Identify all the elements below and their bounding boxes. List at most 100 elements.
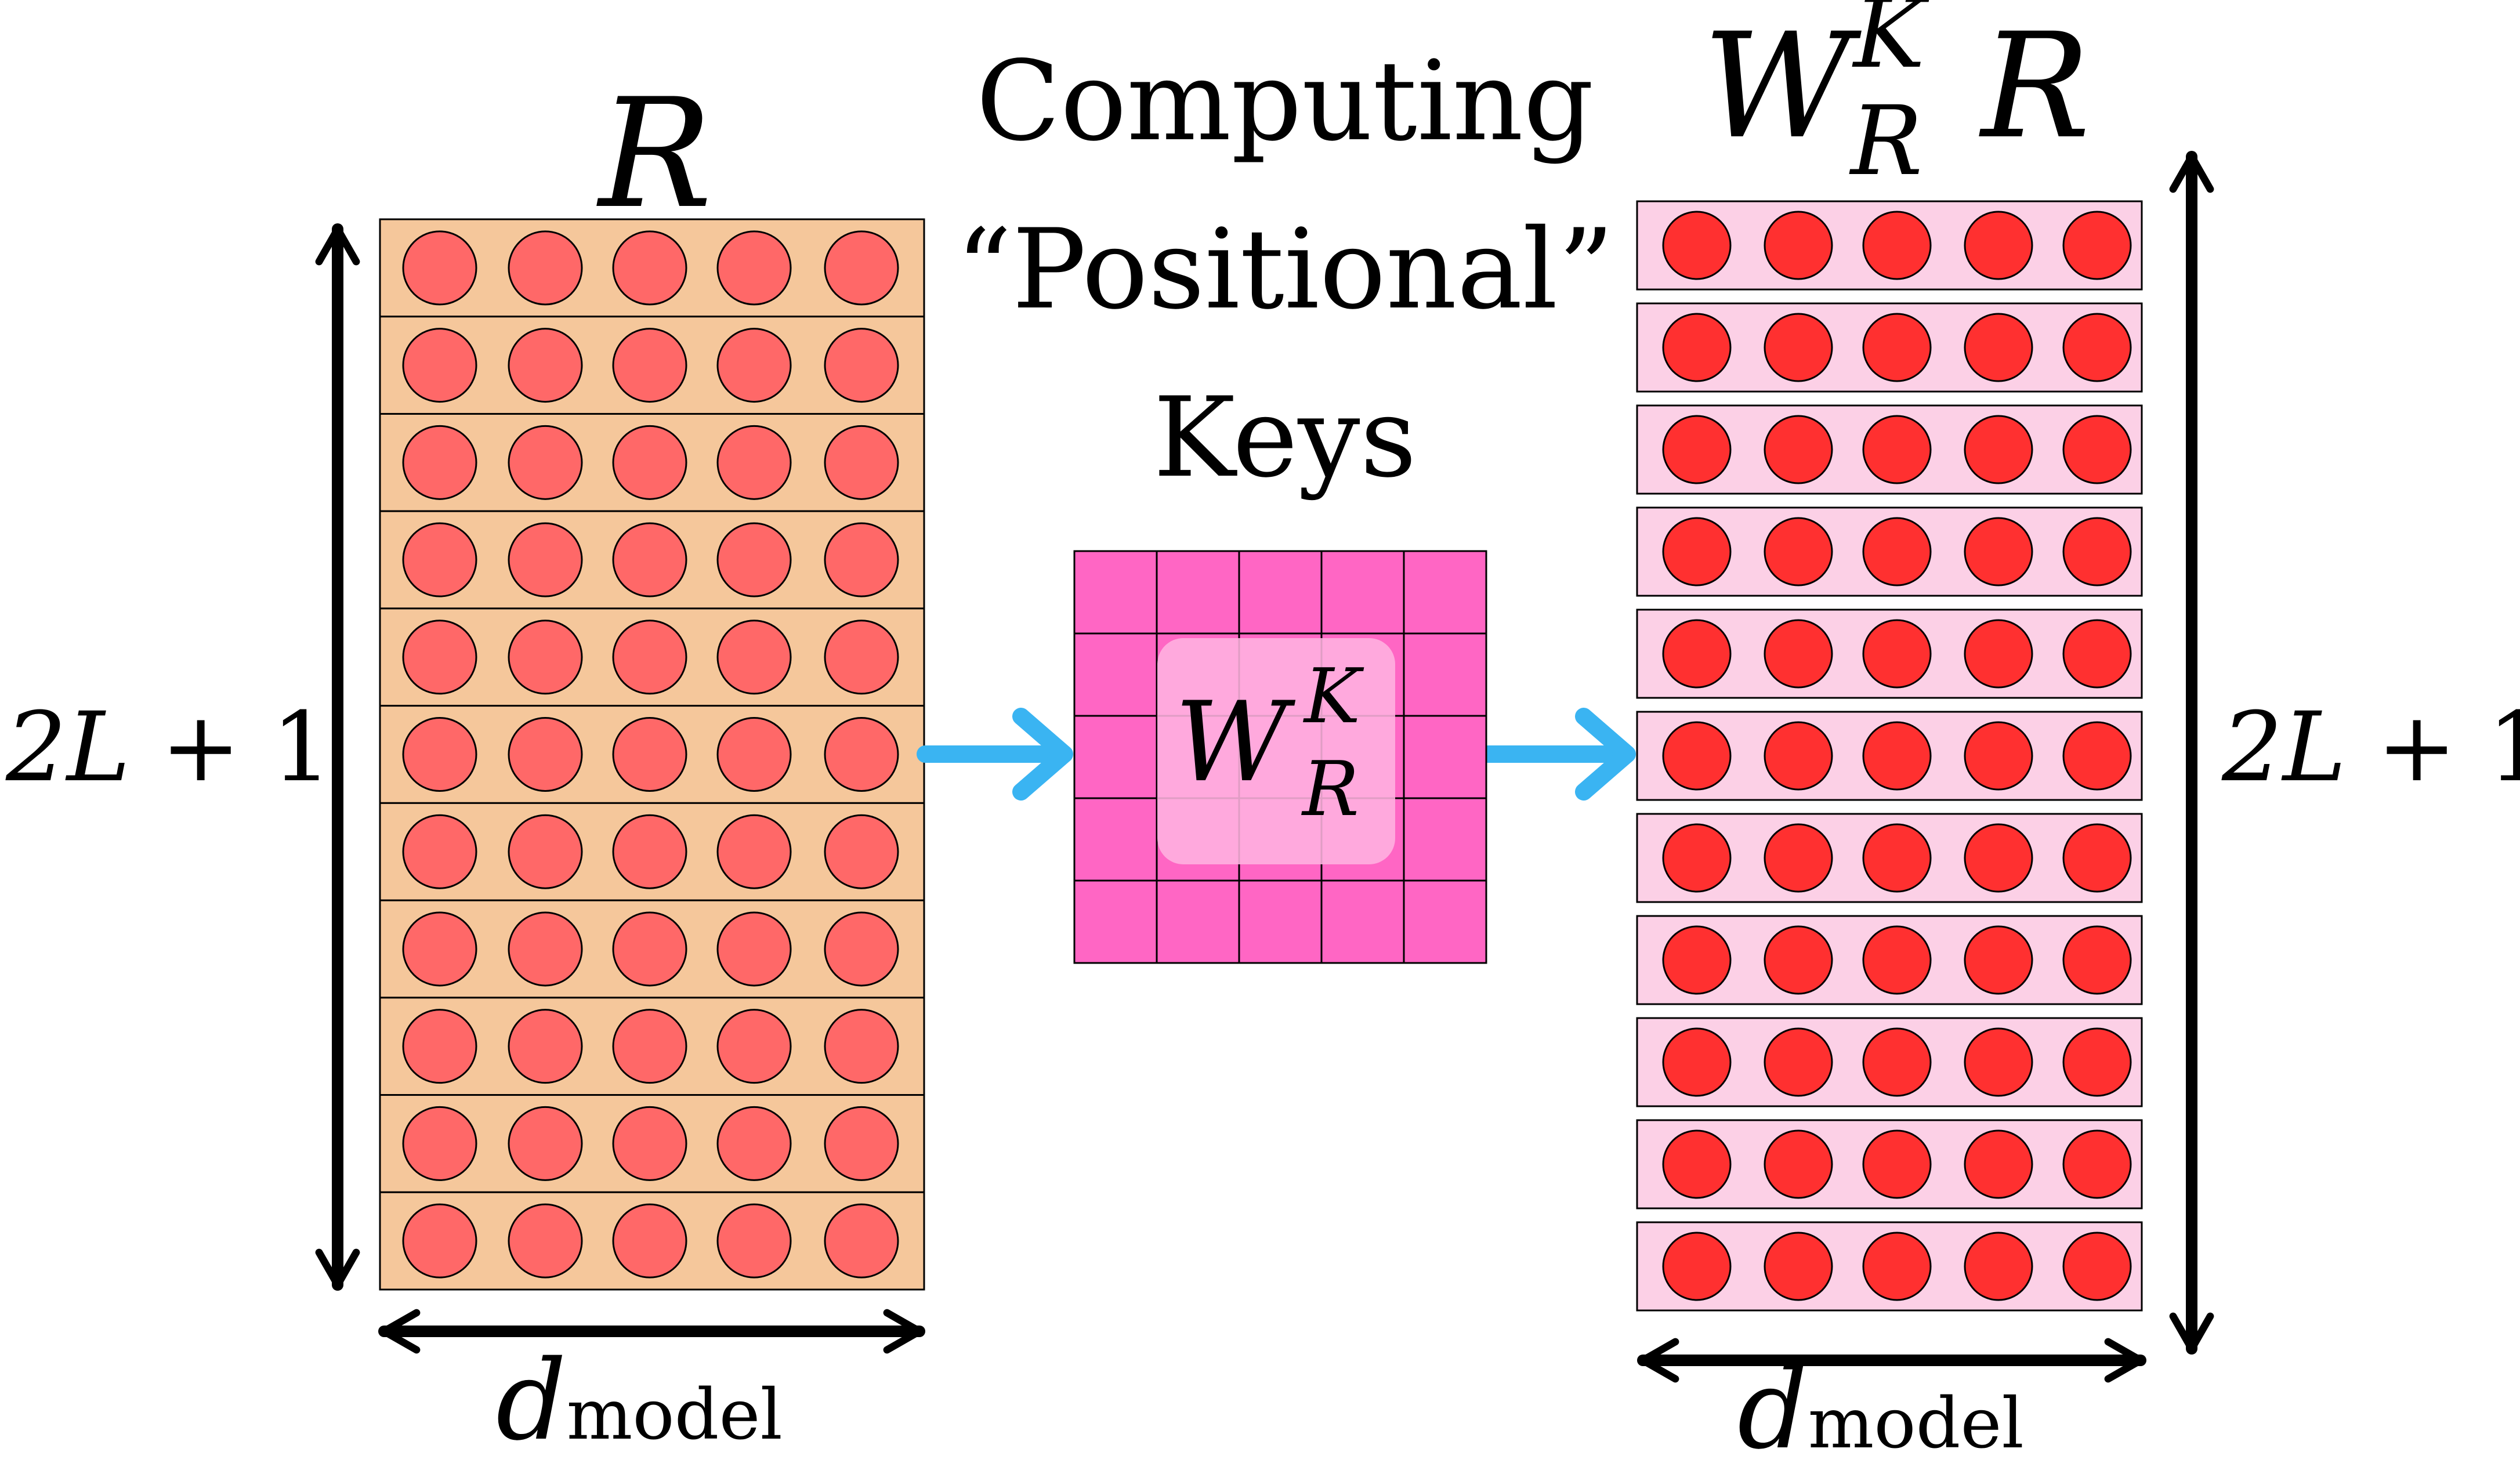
weight-cell [1073,879,1158,964]
left-cell-circle [402,425,477,500]
right-row [1636,200,2143,291]
right-cell-circle [1862,925,1932,995]
right-cell-circle [1862,415,1932,484]
left-cell-circle [612,717,687,792]
left-cell-circle [402,1009,477,1084]
weight-cell [1238,879,1323,964]
left-cell-circle [508,328,583,403]
left-row [379,1191,925,1291]
left-cell-circle [508,1203,583,1279]
weight-cell [1073,715,1158,799]
weight-label-main: W [1175,678,1296,806]
weight-matrix-label: W [1175,678,1296,806]
left-cell-circle [508,425,583,500]
left-cell-circle [612,911,687,987]
right-cell-circle [1662,211,1732,280]
title-line-3: Keys [1153,374,1417,502]
right-cell-circle [1764,1027,1833,1097]
right-cell-circle [1862,1232,1932,1301]
left-cell-circle [508,522,583,597]
left-cell-circle [508,814,583,889]
left-cell-circle [508,717,583,792]
left-row [379,412,925,512]
left-cell-circle [824,620,899,695]
left-row [379,705,925,804]
left-cell-circle [402,620,477,695]
right-cell-circle [1662,1232,1732,1301]
left-cell-circle [824,1106,899,1181]
right-cell-circle [2062,823,2132,893]
right-row [1636,1119,2143,1209]
weight-cell [1073,632,1158,717]
right-matrix-label: W K R R [1703,0,2090,197]
flow-arrows [917,708,1636,801]
left-cell-circle [402,1203,477,1279]
right-height-var: 2L [2221,691,2347,803]
left-cell-circle [824,425,899,500]
left-cell-circle [716,425,792,500]
left-height-label: 2L + 1 [5,691,332,803]
right-row [1636,1221,2143,1312]
right-cell-circle [1862,721,1932,791]
right-cell-circle [1662,415,1732,484]
weight-cell [1403,879,1487,964]
right-cell-circle [1964,1129,2033,1199]
left-cell-circle [716,230,792,306]
right-height-rest: + 1 [2347,691,2520,803]
left-row [379,218,925,318]
right-cell-circle [1964,313,2033,382]
left-cell-circle [402,814,477,889]
weight-label-sup: K [1303,652,1364,740]
right-cell-circle [1964,211,2033,280]
right-cell-circle [1764,721,1833,791]
right-cell-circle [1662,619,1732,689]
left-cell-circle [824,230,899,306]
left-cell-circle [402,328,477,403]
title: Computing “Positional” Keys [956,37,1614,502]
right-cell-circle [1862,619,1932,689]
right-cell-circle [1862,1129,1932,1199]
left-matrix: R 2L + 1 dmodel [5,67,925,1463]
left-cell-circle [402,522,477,597]
right-matrix-rows [1636,200,2143,1312]
right-cell-circle [1862,823,1932,893]
right-cell-circle [1862,1027,1932,1097]
left-cell-circle [716,620,792,695]
right-cell-circle [2062,619,2132,689]
right-cell-circle [2062,1129,2132,1199]
right-cell-circle [1964,517,2033,586]
right-cell-circle [1964,1027,2033,1097]
left-cell-circle [824,328,899,403]
left-matrix-rows [379,218,925,1291]
right-cell-circle [1764,517,1833,586]
left-row [379,316,925,415]
left-cell-circle [716,1009,792,1084]
left-cell-circle [402,230,477,306]
right-cell-circle [1764,211,1833,280]
right-cell-circle [2062,721,2132,791]
weight-cell [1403,632,1487,717]
left-cell-circle [716,717,792,792]
right-width-var: d [1737,1345,1808,1463]
title-line-1: Computing [976,37,1594,165]
right-cell-circle [1662,517,1732,586]
right-row [1636,404,2143,495]
left-cell-circle [612,425,687,500]
arrow-left-to-weight [917,708,1073,801]
weight-cell [1403,797,1487,882]
right-cell-circle [1764,313,1833,382]
left-cell-circle [716,1106,792,1181]
right-width-label: dmodel [1737,1345,2024,1463]
left-cell-circle [716,522,792,597]
right-cell-circle [1964,823,2033,893]
left-cell-circle [824,1203,899,1279]
right-cell-circle [1764,925,1833,995]
right-row [1636,915,2143,1005]
left-width-var: d [496,1337,567,1463]
left-cell-circle [612,328,687,403]
right-label-sup: K [1852,0,1930,89]
weight-cell [1238,550,1323,635]
right-cell-circle [1764,823,1833,893]
left-cell-circle [402,911,477,987]
